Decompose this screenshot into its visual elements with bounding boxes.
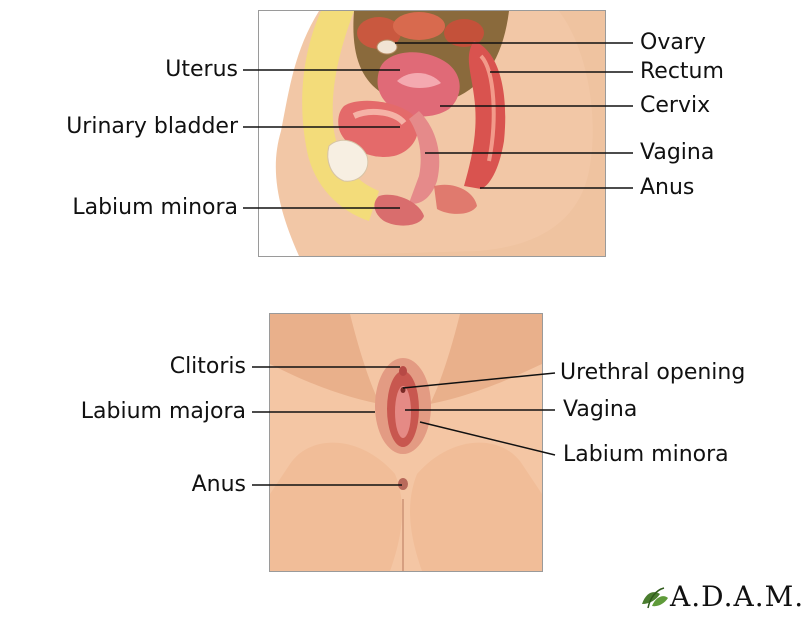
label-rectum: Rectum	[640, 59, 724, 85]
label-anus-top: Anus	[640, 175, 694, 201]
label-labium-majora: Labium majora	[10, 399, 246, 425]
label-vagina-bottom: Vagina	[563, 397, 637, 423]
label-cervix: Cervix	[640, 93, 710, 119]
adam-logo: A.D.A.M.	[638, 580, 804, 613]
label-ovary: Ovary	[640, 30, 706, 56]
label-uterus: Uterus	[140, 57, 238, 83]
adam-logo-text: A.D.A.M.	[670, 580, 804, 613]
external-view-panel	[269, 313, 543, 572]
label-anus-bottom: Anus	[100, 472, 246, 498]
label-urinary-bladder: Urinary bladder	[8, 114, 238, 140]
external-view-illustration	[270, 314, 542, 571]
sagittal-section-illustration	[259, 11, 605, 256]
label-labium-minora-top: Labium minora	[8, 195, 238, 221]
leaf-icon	[638, 584, 670, 610]
label-labium-minora-bottom: Labium minora	[563, 442, 729, 468]
label-vagina-top: Vagina	[640, 140, 714, 166]
label-clitoris: Clitoris	[100, 354, 246, 380]
label-urethral-opening: Urethral opening	[560, 360, 745, 386]
sagittal-section-panel	[258, 10, 606, 257]
